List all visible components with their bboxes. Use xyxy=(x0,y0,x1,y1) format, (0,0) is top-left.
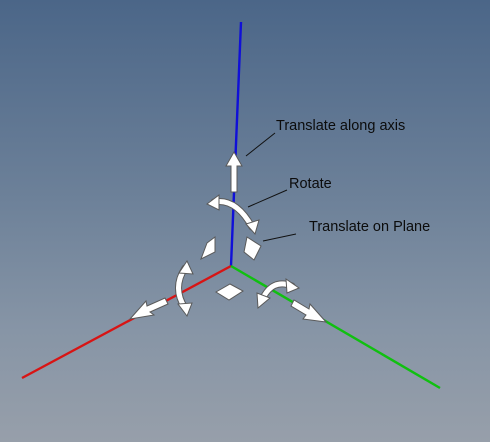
callout-translate-on-plane: Translate on Plane xyxy=(309,219,431,235)
callout-rotate: Rotate xyxy=(289,176,332,192)
translate-x-arrow[interactable] xyxy=(128,297,169,320)
y-axis-line[interactable] xyxy=(230,264,441,390)
rotate-z-handle[interactable] xyxy=(206,194,260,236)
translate-y-arrow[interactable] xyxy=(290,299,328,323)
rotate-y-handle[interactable] xyxy=(256,277,301,310)
leader-line-translate-plane xyxy=(262,233,297,242)
translate-yz-plane-handle[interactable] xyxy=(243,236,262,261)
z-axis-line[interactable] xyxy=(229,21,243,267)
x-axis-line[interactable] xyxy=(21,264,232,380)
leader-line-rotate xyxy=(247,189,288,208)
translate-xz-plane-handle[interactable] xyxy=(200,236,216,261)
leader-line-translate-axis xyxy=(245,132,276,157)
translate-z-arrow[interactable] xyxy=(225,150,243,193)
translate-xy-plane-handle[interactable] xyxy=(215,283,244,301)
callout-translate-along-axis: Translate along axis xyxy=(276,118,406,134)
rotate-x-handle[interactable] xyxy=(175,259,194,318)
